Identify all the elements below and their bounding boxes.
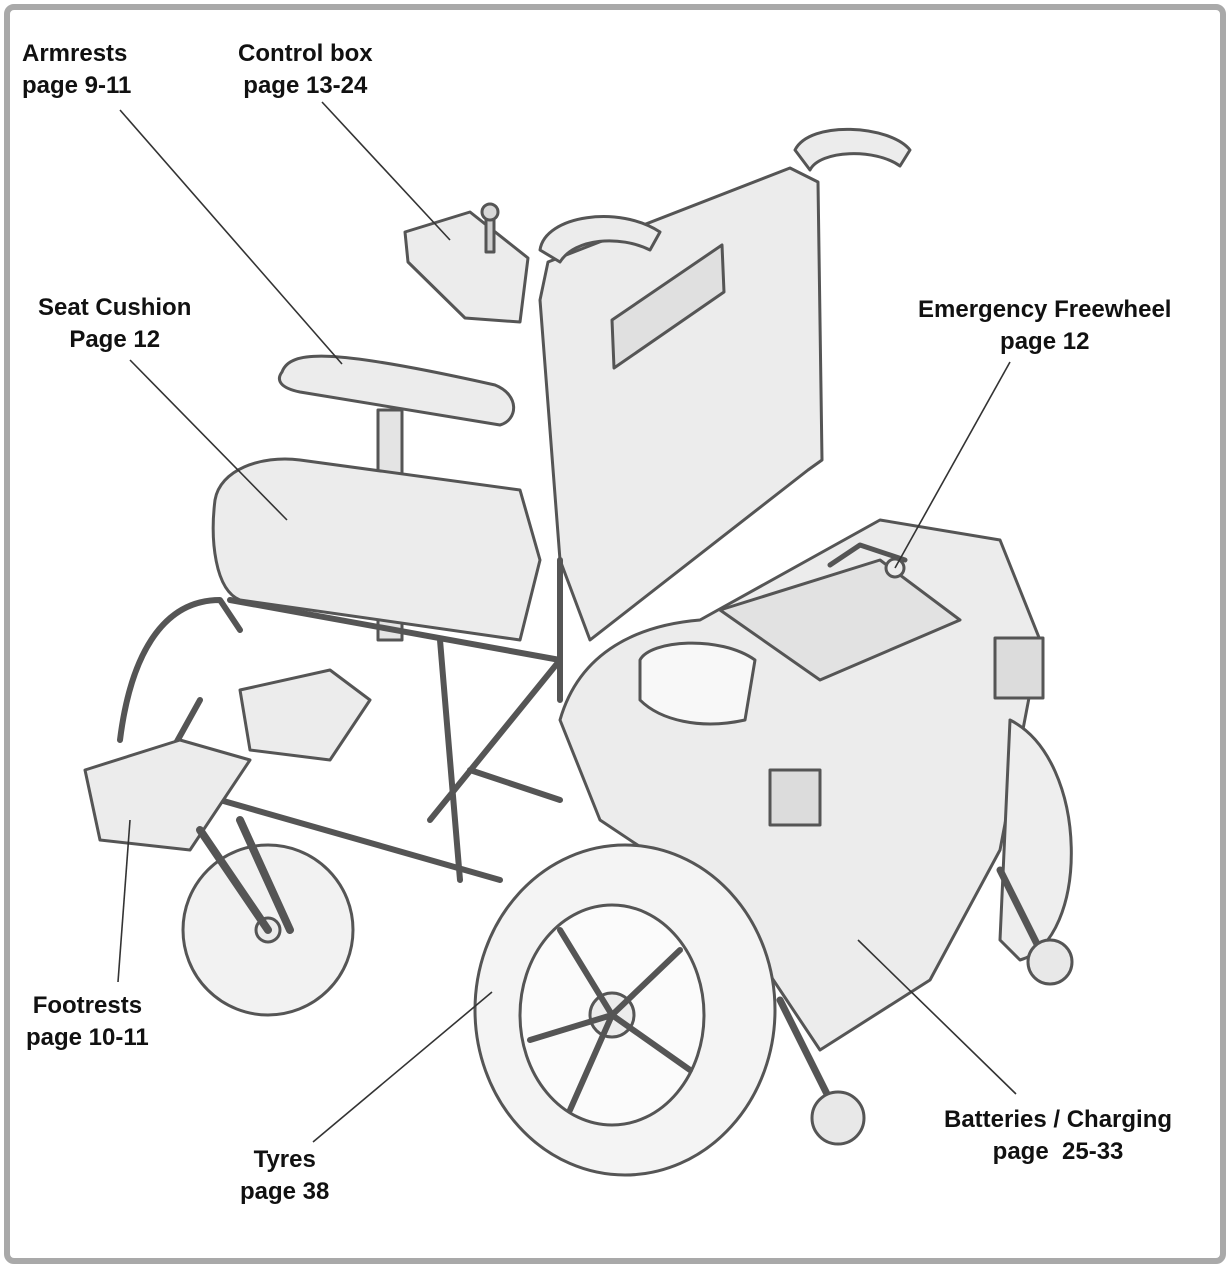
armrests-label: Armrests page 9-11 bbox=[22, 38, 131, 102]
anti-tip-wheel-left bbox=[812, 1092, 864, 1144]
control-box-leader bbox=[322, 102, 450, 240]
control-box-label: Control box page 13-24 bbox=[238, 38, 373, 102]
second-footplate bbox=[240, 670, 370, 760]
joystick-knob bbox=[482, 204, 498, 220]
control-box bbox=[405, 212, 528, 322]
seat-cushion-leader bbox=[130, 360, 287, 520]
seat-cushion bbox=[213, 459, 540, 640]
footrests-label: Footrests page 10-11 bbox=[26, 990, 149, 1054]
right-push-handle bbox=[795, 129, 910, 170]
tyres-leader bbox=[313, 992, 492, 1142]
rear-light-right bbox=[995, 638, 1043, 698]
footrests-leader bbox=[118, 820, 130, 982]
footplate bbox=[85, 740, 250, 850]
handle-recess bbox=[640, 643, 755, 724]
seat-cushion-label: Seat Cushion Page 12 bbox=[38, 292, 191, 356]
rear-light-left bbox=[770, 770, 820, 825]
tyres-label: Tyres page 38 bbox=[240, 1144, 329, 1208]
batteries-label: Batteries / Charging page 25-33 bbox=[944, 1104, 1172, 1168]
emergency-freewheel-label: Emergency Freewheel page 12 bbox=[918, 294, 1171, 358]
anti-tip-wheel-right bbox=[1028, 940, 1072, 984]
far-drive-wheel bbox=[1000, 720, 1071, 960]
